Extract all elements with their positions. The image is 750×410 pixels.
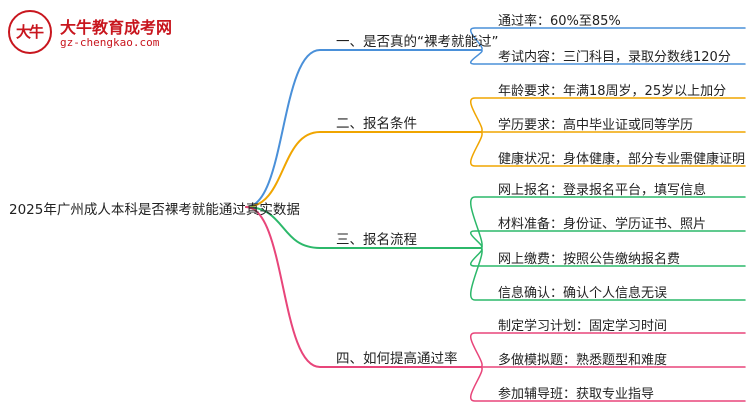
- leaf-label: 年龄要求：年满18周岁，25岁以上加分: [498, 84, 727, 99]
- leaf-label: 网上缴费：按照公告缴纳报名费: [498, 252, 681, 267]
- logo-title: 大牛教育成考网: [60, 18, 173, 37]
- logo-badge-icon: 大牛: [8, 10, 52, 54]
- branch-label: 四、如何提高通过率: [336, 351, 458, 367]
- leaf-connector: [469, 247, 746, 301]
- leaf-connector: [470, 131, 746, 167]
- leaf-label: 健康状况：身体健康，部分专业需健康证明: [498, 152, 746, 167]
- leaf-label: 信息确认：确认个人信息无误: [498, 286, 668, 301]
- branch-label: 一、是否真的“裸考就能过”: [336, 34, 499, 50]
- leaf-label: 网上报名：登录报名平台，填写信息: [498, 183, 707, 198]
- leaf-label: 学历要求：高中毕业证或同等学历: [498, 118, 694, 133]
- branch-connector: [245, 206, 481, 368]
- branch-connector: [245, 131, 481, 208]
- leaf-label: 参加辅导班：获取专业指导: [498, 387, 655, 402]
- leaf-connector: [470, 366, 746, 402]
- branch-connector: [245, 206, 481, 249]
- branch-label: 三、报名流程: [336, 232, 417, 248]
- branch-connector: [245, 49, 481, 208]
- leaf-label: 材料准备：身份证、学历证书、照片: [498, 217, 707, 232]
- leaf-label: 制定学习计划：固定学习时间: [498, 319, 668, 334]
- site-logo: 大牛 大牛教育成考网 gz-chengkao.com: [8, 10, 198, 60]
- leaf-connector: [470, 97, 746, 133]
- root-topic: 2025年广州成人本科是否裸考就能通过真实数据: [9, 202, 300, 218]
- leaf-connector: [470, 27, 746, 51]
- leaf-label: 多做模拟题：熟悉题型和难度: [498, 353, 668, 368]
- leaf-connector: [470, 230, 746, 249]
- logo-url: gz-chengkao.com: [60, 36, 160, 49]
- branch-label: 二、报名条件: [336, 116, 417, 132]
- leaf-connector: [470, 49, 746, 65]
- leaf-label: 考试内容：三门科目，录取分数线120分: [498, 50, 731, 65]
- leaf-connector: [470, 332, 746, 368]
- leaf-label: 通过率：60%至85%: [498, 14, 621, 29]
